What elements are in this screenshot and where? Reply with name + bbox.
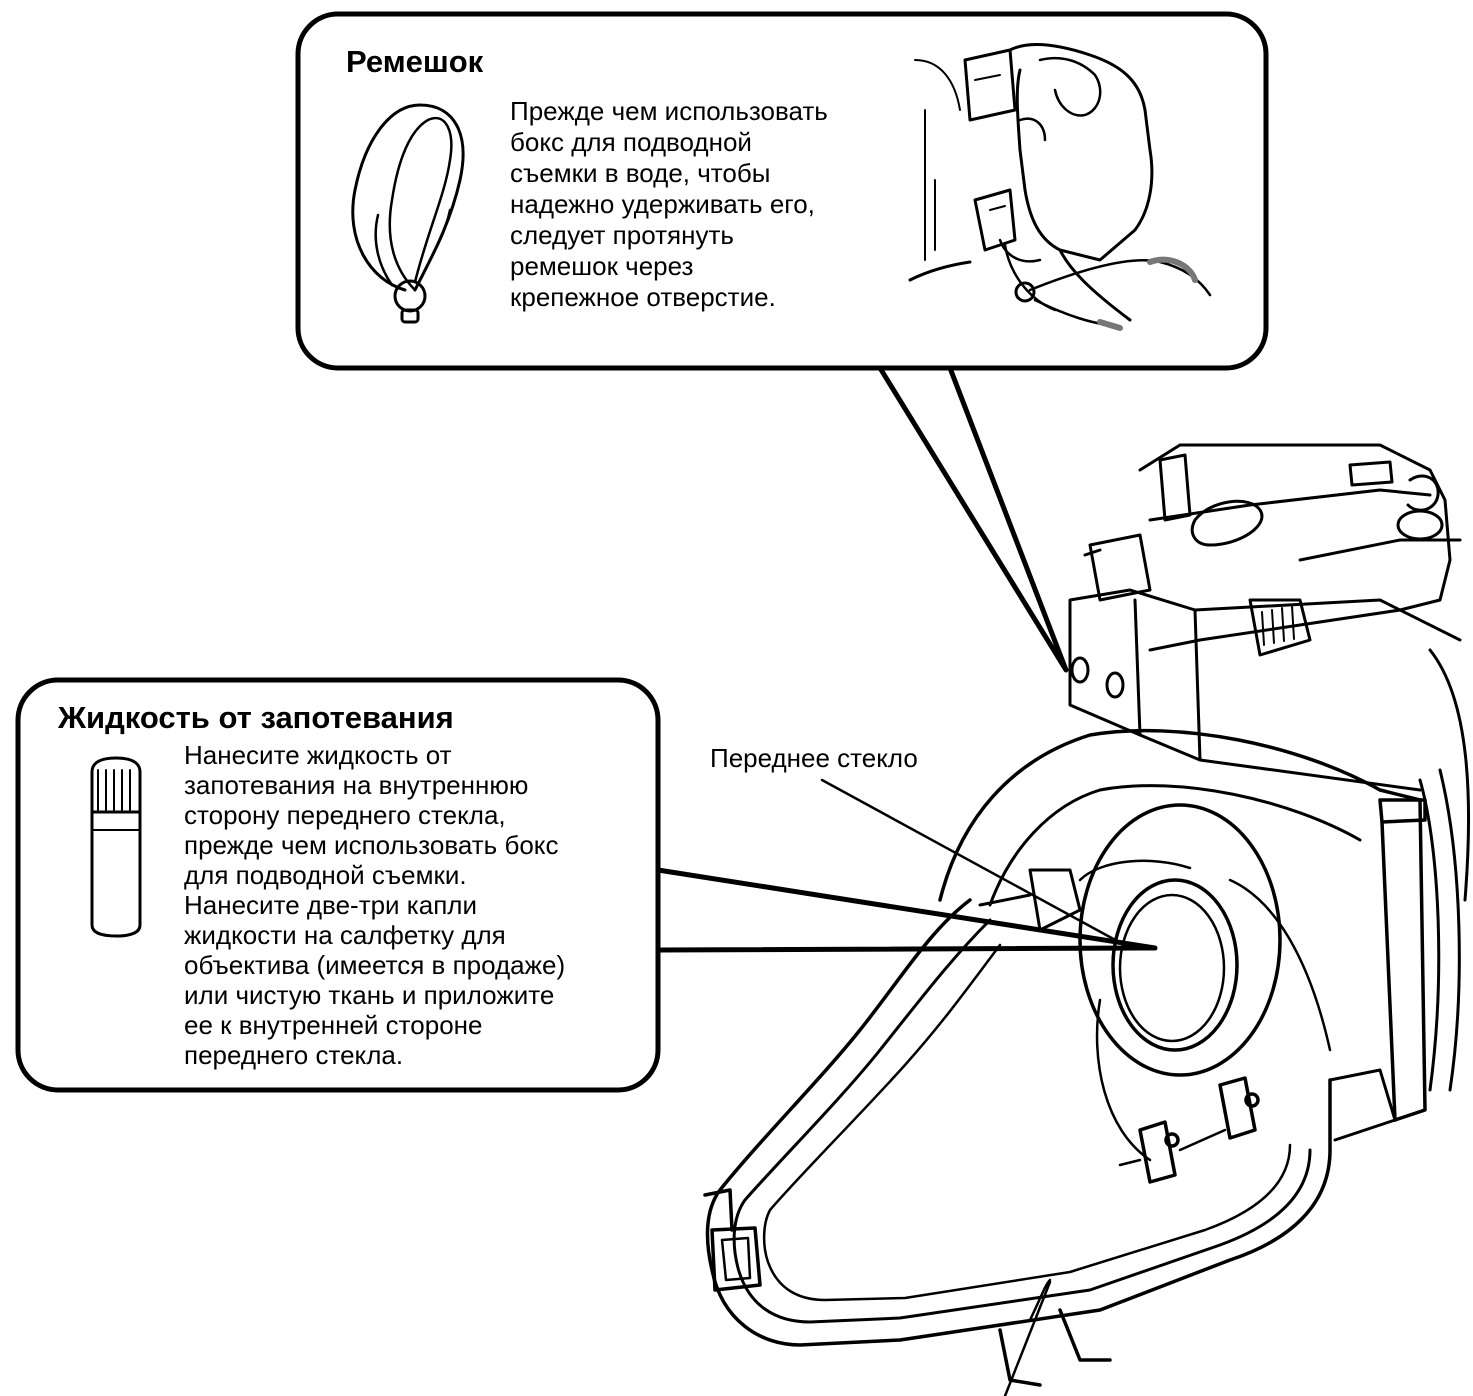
housing-front-body — [703, 728, 1427, 1387]
antifog-line: Нанесите две-три капли — [184, 890, 477, 920]
front-glass-leader-line — [820, 778, 1132, 950]
strap-line: Прежде чем использовать — [510, 96, 828, 126]
antifog-line: Нанесите жидкость от — [184, 740, 452, 770]
strap-line: крепежное отверстие. — [510, 282, 776, 312]
antifog-line: ее к внутренней стороне — [184, 1010, 483, 1040]
housing-top-mechanism — [1083, 443, 1462, 657]
antifog-line: запотевания на внутреннюю — [184, 770, 529, 800]
antifog-callout — [15, 677, 1158, 1093]
strap-line: следует протянуть — [510, 220, 734, 250]
strap-line: бокс для подводной — [510, 127, 752, 157]
strap-title: Ремешок — [346, 44, 484, 79]
strap-description: Прежде чем использовать бокс для подводн… — [510, 96, 828, 313]
antifog-line: объектива (имеется в продаже) — [184, 950, 566, 980]
antifog-callout-box — [15, 677, 661, 1093]
strap-icon — [351, 103, 465, 324]
strap-callout-pointer — [877, 365, 1069, 673]
antifog-line: переднего стекла. — [184, 1040, 404, 1070]
antifog-line: жидкости на салфетку для — [184, 920, 506, 950]
antifog-line: или чистую ткань и приложите — [184, 980, 555, 1010]
strap-callout — [295, 11, 1269, 673]
housing-side-wall — [1068, 588, 1471, 1092]
antifog-title: Жидкость от запотевания — [58, 700, 454, 735]
bottle-icon — [90, 756, 142, 938]
antifog-callout-pointer — [655, 867, 1158, 953]
hand-strap-illustration — [908, 43, 1212, 331]
front-glass-label: Переднее стекло — [710, 743, 918, 773]
antifog-description: Нанесите жидкость от запотевания на внут… — [184, 740, 565, 1070]
bottom-part-leader-line — [1003, 1280, 1052, 1396]
antifog-line: сторону переднего стекла, — [184, 800, 506, 830]
strap-line: надежно удерживать его, — [510, 189, 815, 219]
strap-line: съемки в воде, чтобы — [510, 158, 771, 188]
strap-callout-box — [295, 11, 1269, 371]
antifog-line: прежде чем использовать бокс — [184, 830, 559, 860]
antifog-line: для подводной съемки. — [184, 860, 467, 890]
strap-line: ремешок через — [510, 251, 694, 281]
